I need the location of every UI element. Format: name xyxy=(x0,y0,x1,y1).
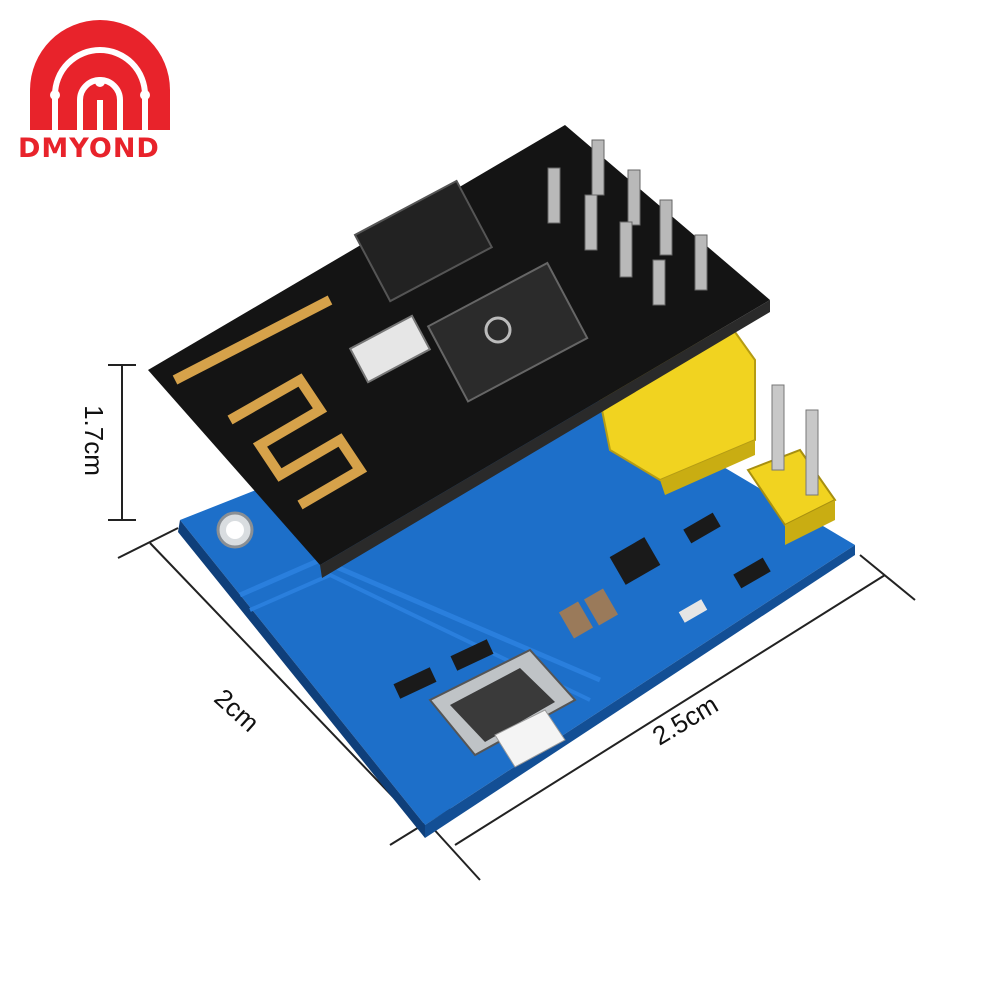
esp-header-pins xyxy=(547,139,708,306)
esp-01-module xyxy=(148,125,770,578)
power-header xyxy=(746,384,837,545)
dimension-lines xyxy=(108,364,916,881)
reset-button xyxy=(428,648,577,768)
smd-components xyxy=(393,512,771,699)
height-label: 1.7cm xyxy=(78,405,109,476)
brand-name: DMYOND xyxy=(18,133,160,164)
dmyond-logo xyxy=(30,20,170,130)
